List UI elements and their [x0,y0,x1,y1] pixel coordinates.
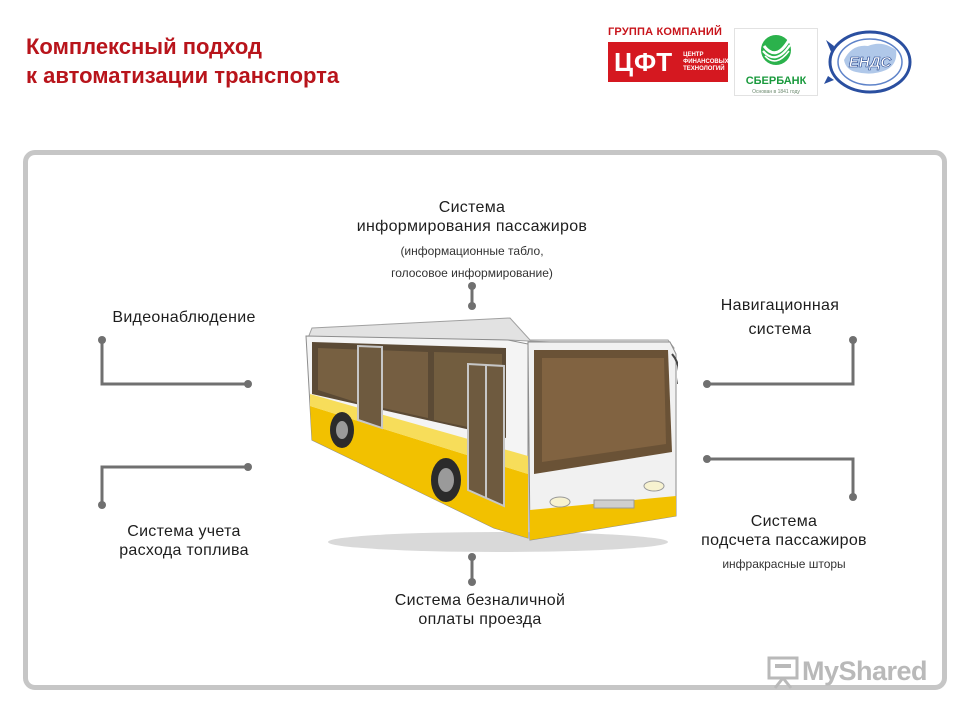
title-line-1: Комплексный подход [26,34,262,59]
cft-name-line-1: ЦЕНТР [683,51,704,58]
bus-front-yellow [530,496,676,540]
fuel-accounting-label: Система учета расхода топлива [64,522,304,560]
connector-dot [468,578,476,586]
connector-fuel [100,465,248,505]
connector-dot [244,380,252,388]
bus-headlight-left [549,496,571,508]
presentation-board-icon [767,656,799,689]
connector-dot [244,463,252,471]
fuel-line-2: расхода топлива [119,542,249,559]
slide-title: Комплексный подход к автоматизации транс… [26,32,339,90]
passenger-counting-label: Система подсчета пассажиров [664,512,904,550]
bus-mirror [671,353,678,384]
connector-counting [707,457,855,497]
cft-logo-box: ЦФТ ЦЕНТР ФИНАНСОВЫХ ТЕХНОЛОГИЙ [608,42,729,82]
sberbank-logo: СБЕРБАНК Основан в 1841 году [734,28,818,96]
myshared-watermark: MyShared [766,652,928,696]
cft-name-line-3: ТЕХНОЛОГИЙ [683,65,725,72]
sberbank-tagline: Основан в 1841 году [752,89,800,95]
connector-dot [98,501,106,509]
payment-line-1: Система безналичной [394,592,566,609]
connector-nav [707,340,855,386]
cft-group-logo: ГРУППА КОМПАНИЙ ЦФТ ЦЕНТР ФИНАНСОВЫХ ТЕХ… [608,26,730,88]
bus-middle-door [357,344,383,430]
connector-dot [703,455,711,463]
connector-dot [703,380,711,388]
cashless-payment-label: Система безналичной оплаты проезда [330,591,630,629]
navigation-system-label: Навигационная система [680,296,880,344]
connector-dot [849,493,857,501]
bus-license-plate [593,499,635,509]
passenger-counting-note: инфракрасные шторы [722,557,846,571]
connector-video [100,340,248,386]
bus-yellow-stripe [310,406,528,538]
info-system-line-2: информирования пассажиров [356,218,588,235]
info-system-note-1: (информационные табло, [400,244,544,258]
sberbank-name: СБЕРБАНК [745,75,807,87]
bus-headlight-right [643,480,665,492]
connector-dot [468,553,476,561]
title-line-2: к автоматизации транспорта [26,63,340,88]
payment-line-2: оплаты проезда [418,611,542,628]
bus-illustration [305,317,678,552]
info-system-label: Система информирования пассажиров [290,198,654,236]
info-system-note-2: голосовое информирование) [391,266,553,280]
info-system-line-1: Система [438,199,506,216]
fuel-line-1: Система учета [127,523,241,540]
bus-shadow [328,532,668,552]
content-frame [23,150,947,690]
sberbank-leaf-icon [761,35,791,65]
ends-abbr: ЕНДС [849,54,893,71]
connector-dot [468,302,476,310]
watermark-text: MyShared [802,656,928,686]
counting-line-1: Система [750,513,818,530]
cft-name-line-2: ФИНАНСОВЫХ [683,58,729,65]
connector-dot [468,282,476,290]
connector-dot [849,336,857,344]
info-system-note: (информационные табло, голосовое информи… [290,240,654,284]
counting-line-2: подсчета пассажиров [701,532,867,549]
connector-dot [98,336,106,344]
cft-full-name: ЦЕНТР ФИНАНСОВЫХ ТЕХНОЛОГИЙ [683,52,729,73]
ends-emblem-icon: ЕНДС [824,30,912,94]
navigation-line-2: система [748,321,812,338]
cft-abbr: ЦФТ [614,46,674,77]
navigation-line-1: Навигационная [720,297,840,314]
cft-group-caption: ГРУППА КОМПАНИЙ [608,26,723,38]
video-surveillance-label: Видеонаблюдение [112,309,256,326]
ends-logo: ЕНДС [822,26,916,96]
